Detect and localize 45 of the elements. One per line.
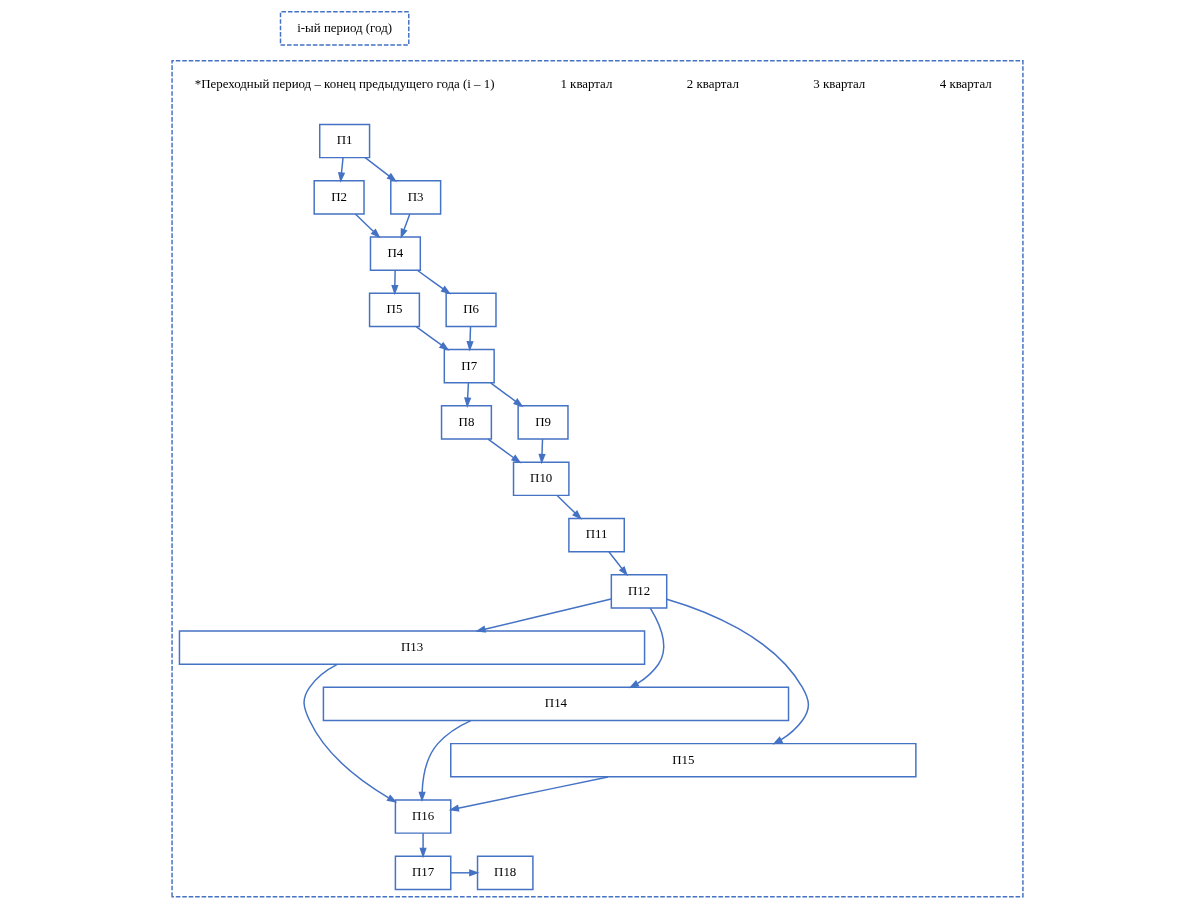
arrow	[448, 776, 609, 812]
arrow	[464, 382, 472, 408]
arrow	[415, 325, 450, 351]
node-box: П4	[369, 236, 422, 271]
label: 1 квартал	[560, 76, 613, 92]
arrow	[354, 213, 381, 239]
arrow	[487, 438, 522, 464]
node-box: П6	[445, 292, 497, 328]
node-box: П14	[322, 686, 790, 722]
node-box: П9	[517, 405, 569, 440]
arrow	[538, 438, 546, 465]
arrow	[450, 869, 480, 877]
node-box: П16	[394, 799, 452, 834]
arrow	[400, 213, 411, 239]
arrow	[666, 598, 810, 745]
arrow	[418, 719, 472, 803]
arrow	[489, 382, 524, 408]
node-box: П13	[178, 630, 646, 665]
label: 3 квартал	[813, 76, 866, 92]
label: 4 квартал	[939, 76, 992, 92]
label: *Переходный период – конец предыдущего года (i – 1)	[194, 76, 495, 92]
node-box: П3	[390, 179, 442, 215]
arrow	[475, 598, 612, 633]
node-box: П5	[368, 292, 421, 328]
node-box: П12	[610, 574, 668, 609]
cluster	[171, 60, 1024, 898]
arrow	[419, 832, 427, 859]
arrow	[337, 156, 346, 183]
arrow	[556, 494, 582, 520]
arrow	[416, 269, 452, 295]
node-box: i-ый период (год)	[279, 11, 410, 46]
arrow	[628, 607, 665, 689]
node-box: П18	[476, 855, 534, 891]
node-box: П2	[313, 179, 365, 215]
arrow	[364, 156, 397, 183]
arrow	[391, 269, 399, 296]
node-box: П17	[394, 855, 452, 891]
arrow	[608, 551, 628, 577]
node-box: П1	[319, 123, 371, 159]
node-box: П7	[443, 348, 495, 384]
node-box: П15	[450, 742, 917, 778]
node-box: П10	[512, 461, 570, 497]
label: 2 квартал	[686, 76, 739, 92]
node-box: П11	[568, 517, 625, 553]
node-box: П8	[440, 405, 493, 440]
